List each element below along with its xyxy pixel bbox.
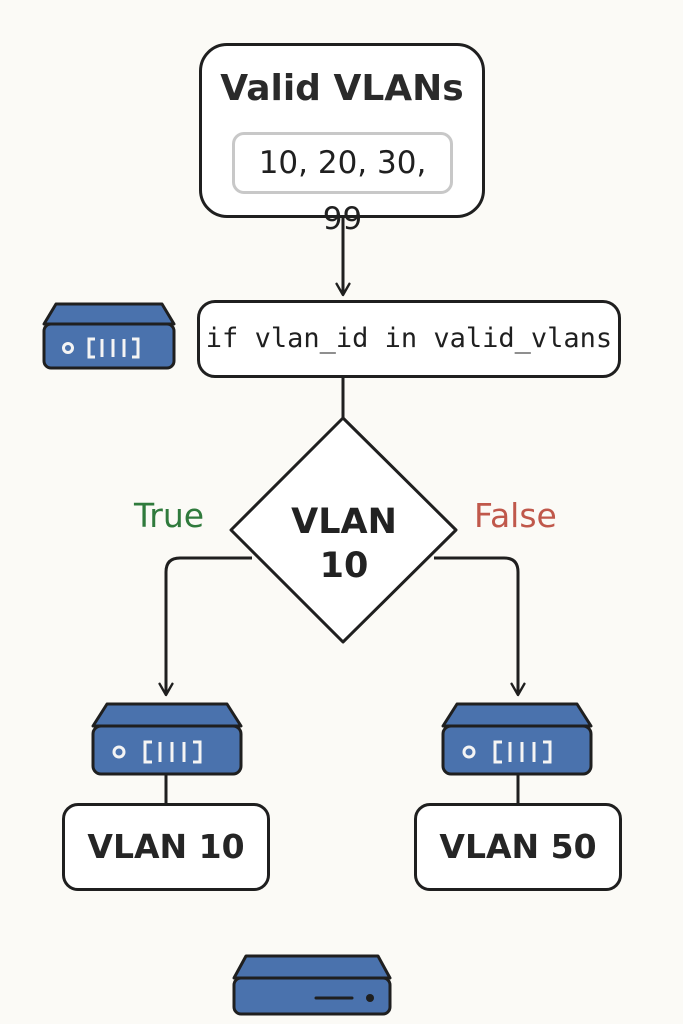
decision-text: VLAN 10	[264, 500, 424, 588]
decision-diamond	[229, 416, 458, 644]
valid-vlans-list: 10, 20, 30, 99	[232, 132, 453, 237]
valid-vlans-title: Valid VLANs	[220, 68, 464, 109]
decision-line-1: VLAN	[291, 502, 397, 542]
network-switch-icon	[441, 702, 593, 776]
true-branch-label: True	[134, 496, 205, 535]
server-icon	[232, 954, 392, 1016]
connector-true-branch	[158, 556, 252, 697]
result-box-false: VLAN 50	[414, 803, 622, 891]
valid-vlans-box: Valid VLANs 10, 20, 30, 99	[199, 43, 485, 237]
false-branch-label: False	[474, 496, 557, 535]
result-box-true: VLAN 10	[62, 803, 270, 891]
condition-box: if vlan_id in valid_vlans	[197, 300, 621, 378]
network-switch-icon	[42, 302, 176, 370]
decision-line-2: 10	[319, 546, 369, 586]
network-switch-icon	[91, 702, 243, 776]
connector-false-branch	[434, 556, 526, 697]
